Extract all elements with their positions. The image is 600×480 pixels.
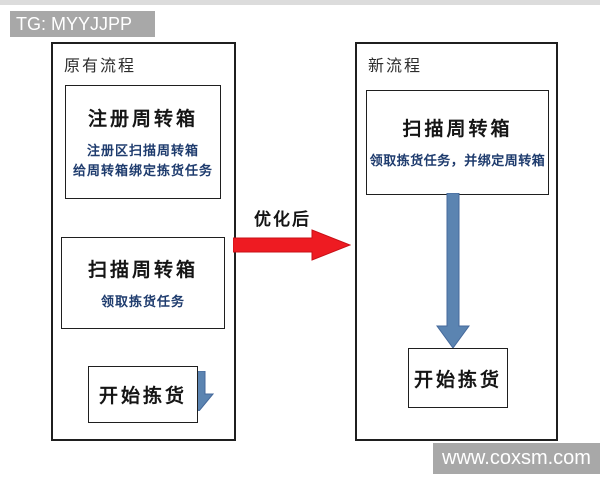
watermark-bottom-text: www.coxsm.com [442, 447, 591, 469]
watermark-top-text: TG: MYYJJPP [16, 13, 133, 34]
watermark-bottom-banner: www.coxsm.com [433, 443, 600, 474]
down-arrow-long-shape [436, 193, 470, 348]
node-scan-box-new-subtitle: 领取拣货任务，并绑定周转箱 [369, 153, 546, 168]
node-start-picking-original: 开始拣货 [88, 366, 198, 423]
down-arrow-long-icon [436, 193, 470, 348]
node-start-picking-original-title: 开始拣货 [98, 386, 187, 407]
node-scan-box-original: 扫描周转箱 领取拣货任务 [61, 237, 225, 329]
node-start-picking-new: 开始拣货 [408, 348, 508, 408]
node-register-box-subtitle-line1: 注册区扫描周转箱 [86, 142, 199, 158]
node-register-box-subtitle-line2: 给周转箱绑定拣货任务 [72, 162, 213, 178]
node-scan-box-new: 扫描周转箱 领取拣货任务，并绑定周转箱 [366, 90, 549, 195]
node-register-box: 注册周转箱 注册区扫描周转箱 给周转箱绑定拣货任务 [65, 85, 221, 199]
optimize-right-arrow-icon [233, 229, 351, 261]
node-start-picking-new-title: 开始拣货 [413, 369, 502, 391]
new-process-label: 新流程 [368, 58, 423, 75]
new-process-panel: 新流程 扫描周转箱 领取拣货任务，并绑定周转箱 开始拣货 [355, 42, 558, 441]
node-register-box-title: 注册周转箱 [87, 108, 198, 130]
optimize-label: 优化后 [254, 210, 311, 229]
node-scan-box-original-title: 扫描周转箱 [87, 259, 198, 281]
screenshot-top-edge [0, 0, 600, 5]
optimize-right-arrow-shape [233, 229, 351, 261]
node-scan-box-new-title: 扫描周转箱 [402, 119, 513, 140]
watermark-top-banner: TG: MYYJJPP [10, 11, 155, 37]
original-process-panel: 原有流程 注册周转箱 注册区扫描周转箱 给周转箱绑定拣货任务 扫描周转箱 领取拣… [51, 42, 236, 441]
original-process-label: 原有流程 [64, 58, 137, 75]
node-register-box-subtitle: 注册区扫描周转箱 给周转箱绑定拣货任务 [73, 141, 213, 181]
node-scan-box-original-subtitle: 领取拣货任务 [100, 293, 185, 309]
